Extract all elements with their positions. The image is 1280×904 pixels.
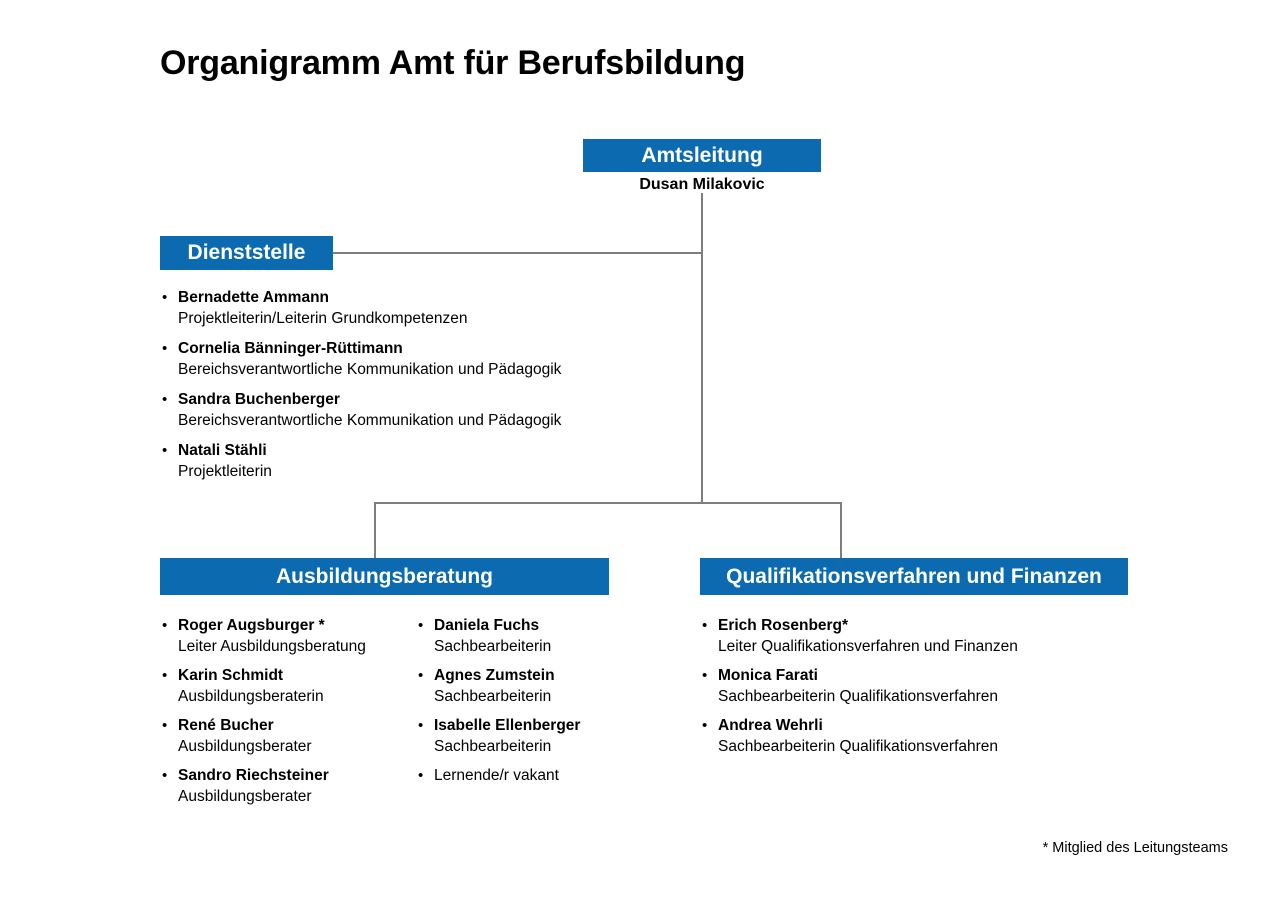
amtsleitung-leader-name: Dusan Milakovic bbox=[639, 176, 765, 193]
unit-box-qualifikationsverfahren[interactable]: Qualifikationsverfahren und Finanzen bbox=[700, 558, 1128, 595]
person-role: Projektleiterin/Leiterin Grundkompetenze… bbox=[178, 310, 468, 327]
person-list-ausbildungsberatung-column-a: • Roger Augsburger * Leiter Ausbildungsb… bbox=[160, 615, 366, 815]
bullet-icon: • bbox=[162, 717, 168, 734]
bullet-icon: • bbox=[162, 617, 168, 634]
bullet-icon: • bbox=[418, 617, 424, 634]
person-name: Erich Rosenberg* bbox=[718, 617, 849, 634]
bullet-icon: • bbox=[702, 717, 708, 734]
person-name: Isabelle Ellenberger bbox=[434, 717, 581, 734]
bullet-icon: • bbox=[702, 617, 708, 634]
list-item: • René Bucher Ausbildungsberater bbox=[160, 715, 366, 757]
person-name: Bernadette Ammann bbox=[178, 289, 330, 306]
bullet-icon: • bbox=[702, 667, 708, 684]
list-item: • Agnes Zumstein Sachbearbeiterin bbox=[416, 665, 580, 707]
person-name: Agnes Zumstein bbox=[434, 667, 555, 684]
person-role: Sachbearbeiterin Qualifikationsverfahren bbox=[718, 688, 999, 705]
person-role: Ausbildungsberaterin bbox=[178, 688, 324, 705]
person-name: Andrea Wehrli bbox=[718, 717, 823, 734]
connector-horizontal-split bbox=[374, 502, 842, 504]
person-name: Natali Stähli bbox=[178, 442, 267, 459]
connector-vertical-main bbox=[701, 193, 703, 504]
person-name: Lernende/r vakant bbox=[434, 767, 559, 784]
page-title: Organigramm Amt für Berufsbildung bbox=[160, 44, 746, 82]
list-item: • Monica Farati Sachbearbeiterin Qualifi… bbox=[700, 665, 1018, 707]
bullet-icon: • bbox=[162, 289, 168, 306]
list-item: • Isabelle Ellenberger Sachbearbeiterin bbox=[416, 715, 580, 757]
person-role: Leiter Qualifikationsverfahren und Finan… bbox=[718, 638, 1018, 655]
bullet-icon: • bbox=[162, 340, 168, 357]
unit-box-dienststelle[interactable]: Dienststelle bbox=[160, 236, 333, 270]
list-item: • Karin Schmidt Ausbildungsberaterin bbox=[160, 665, 366, 707]
person-name: Monica Farati bbox=[718, 667, 818, 684]
person-role: Sachbearbeiterin bbox=[434, 688, 552, 705]
person-name: Cornelia Bänninger-Rüttimann bbox=[178, 340, 403, 357]
bullet-icon: • bbox=[162, 442, 168, 459]
person-name: Sandro Riechsteiner bbox=[178, 767, 329, 784]
person-name: Daniela Fuchs bbox=[434, 617, 540, 634]
person-role: Leiter Ausbildungsberatung bbox=[178, 638, 366, 655]
person-role: Bereichsverantwortliche Kommunikation un… bbox=[178, 361, 562, 378]
list-item: • Cornelia Bänninger-Rüttimann Bereichsv… bbox=[160, 338, 561, 380]
bullet-icon: • bbox=[418, 667, 424, 684]
person-role: Bereichsverantwortliche Kommunikation un… bbox=[178, 412, 562, 429]
person-list-dienststelle: • Bernadette Ammann Projektleiterin/Leit… bbox=[160, 287, 561, 491]
person-name: Roger Augsburger * bbox=[178, 617, 325, 634]
person-list-qualifikationsverfahren: • Erich Rosenberg* Leiter Qualifikations… bbox=[700, 615, 1018, 765]
bullet-icon: • bbox=[162, 391, 168, 408]
unit-box-amtsleitung[interactable]: Amtsleitung bbox=[583, 139, 821, 172]
person-list-ausbildungsberatung-column-b: • Daniela Fuchs Sachbearbeiterin • Agnes… bbox=[416, 615, 580, 794]
connector-horizontal-dienststelle bbox=[333, 252, 702, 254]
unit-box-ausbildungsberatung[interactable]: Ausbildungsberatung bbox=[160, 558, 609, 595]
bullet-icon: • bbox=[162, 767, 168, 784]
list-item: • Sandra Buchenberger Bereichsverantwort… bbox=[160, 389, 561, 431]
person-name: Karin Schmidt bbox=[178, 667, 284, 684]
person-name: René Bucher bbox=[178, 717, 274, 734]
connector-vertical-ausbildungsberatung bbox=[374, 502, 376, 559]
bullet-icon: • bbox=[418, 717, 424, 734]
bullet-icon: • bbox=[162, 667, 168, 684]
person-role: Sachbearbeiterin Qualifikationsverfahren bbox=[718, 738, 999, 755]
person-role: Ausbildungsberater bbox=[178, 738, 312, 755]
person-role: Sachbearbeiterin bbox=[434, 738, 552, 755]
person-role: Sachbearbeiterin bbox=[434, 638, 552, 655]
list-item: • Erich Rosenberg* Leiter Qualifikations… bbox=[700, 615, 1018, 657]
list-item: • Bernadette Ammann Projektleiterin/Leit… bbox=[160, 287, 561, 329]
person-role: Ausbildungsberater bbox=[178, 788, 312, 805]
list-item: • Daniela Fuchs Sachbearbeiterin bbox=[416, 615, 580, 657]
list-item: • Roger Augsburger * Leiter Ausbildungsb… bbox=[160, 615, 366, 657]
connector-vertical-qualifikationsverfahren bbox=[840, 502, 842, 559]
person-role: Projektleiterin bbox=[178, 463, 272, 480]
list-item: • Lernende/r vakant bbox=[416, 765, 580, 786]
person-name: Sandra Buchenberger bbox=[178, 391, 340, 408]
list-item: • Andrea Wehrli Sachbearbeiterin Qualifi… bbox=[700, 715, 1018, 757]
footnote-leitungsteam: * Mitglied des Leitungsteams bbox=[1042, 840, 1228, 856]
list-item: • Sandro Riechsteiner Ausbildungsberater bbox=[160, 765, 366, 807]
bullet-icon: • bbox=[418, 767, 424, 784]
list-item: • Natali Stähli Projektleiterin bbox=[160, 440, 561, 482]
